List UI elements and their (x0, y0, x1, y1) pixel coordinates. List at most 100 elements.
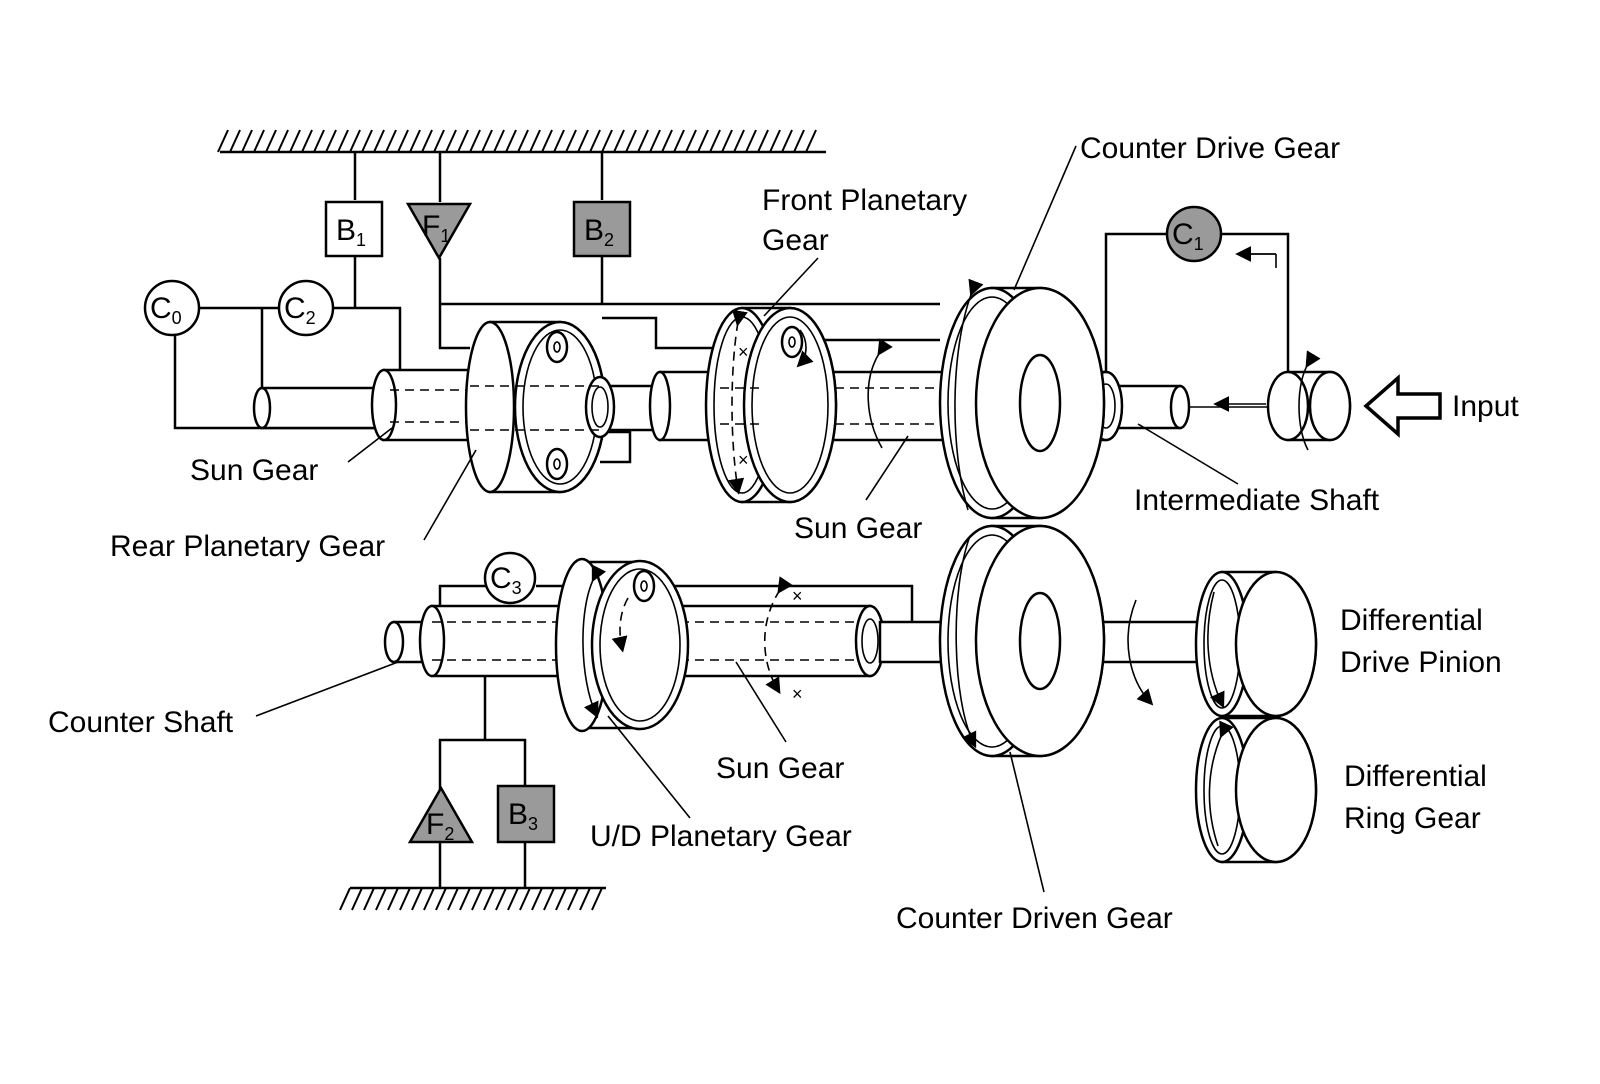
ground-hatch-line (529, 129, 541, 153)
counter-drive-gear (938, 278, 1106, 520)
ground-hatch-line (637, 129, 649, 153)
input-arrow (1363, 374, 1442, 438)
label-differential-drive-pinion-line2: Drive Pinion (1340, 646, 1502, 679)
ground-hatch-line (277, 129, 289, 153)
label-differential-ring-gear-line2: Ring Gear (1344, 802, 1481, 835)
ground-hatch-line (591, 887, 603, 911)
ground-bottom (339, 886, 606, 911)
ground-hatch-line (589, 129, 601, 153)
clutch-c3: C3 (483, 551, 537, 605)
ground-hatch-line (289, 129, 301, 153)
one-way-clutch-f2: F2 (407, 785, 475, 844)
ground-hatch-line (471, 887, 483, 911)
ground-hatch-line (565, 129, 577, 153)
ground-hatch-line (517, 129, 529, 153)
ground-hatch-line (409, 129, 421, 153)
ground-hatch-line (313, 129, 325, 153)
ground-hatch-line (481, 129, 493, 153)
ground-hatch-line (421, 129, 433, 153)
ground-hatch-line (363, 887, 375, 911)
ground-hatch-line (483, 887, 495, 911)
ground-hatch-line (411, 887, 423, 911)
label-counter-drive-gear: Counter Drive Gear (1080, 132, 1340, 165)
svg-text:C1: C1 (1172, 218, 1204, 254)
ground-hatch-line (793, 129, 805, 153)
ground-hatch-line (325, 129, 337, 153)
label-sun-gear-lower: Sun Gear (716, 752, 844, 785)
label-sun-gear-center: Sun Gear (794, 512, 922, 545)
ground-hatch-line (447, 887, 459, 911)
svg-text:×: × (792, 586, 803, 606)
ground-hatch-line (555, 887, 567, 911)
ground-hatch-line (495, 887, 507, 911)
ground-hatch-line (649, 129, 661, 153)
label-front-planetary-line2: Gear (762, 224, 829, 257)
input-drum (1235, 246, 1352, 451)
ground-hatch-line (385, 129, 397, 153)
ground-hatch-line (541, 129, 553, 153)
ground-hatch-line (387, 887, 399, 911)
brake-b2: B2 (572, 200, 632, 258)
ground-hatch-line (375, 887, 387, 911)
clutch-c0: C0 (143, 279, 201, 337)
ground-hatch-line (805, 129, 817, 153)
ground-hatch-line (579, 887, 591, 911)
svg-text:C3: C3 (490, 562, 522, 598)
ground-hatch-line (505, 129, 517, 153)
ground-hatch-line (469, 129, 481, 153)
ground-hatch-line (601, 129, 613, 153)
label-ud-planetary-gear: U/D Planetary Gear (590, 820, 852, 853)
front-planetary-gear: × × (704, 306, 893, 504)
ground-top (217, 129, 826, 154)
ground-hatch-line (625, 129, 637, 153)
ground-hatch-line (351, 887, 363, 911)
ground-hatch-line (397, 129, 409, 153)
ground-hatch-line (265, 129, 277, 153)
ground-hatch-line (553, 129, 565, 153)
svg-text:C0: C0 (150, 292, 182, 328)
lower-assembly: × × (383, 524, 1318, 888)
ground-hatch-line (697, 129, 709, 153)
ground-hatch-line (423, 887, 435, 911)
ground-hatch-line (339, 887, 351, 911)
brake-b1: B1 (324, 200, 384, 258)
ground-hatch-line (301, 129, 313, 153)
label-sun-gear-left: Sun Gear (190, 454, 318, 487)
label-counter-shaft: Counter Shaft (48, 706, 234, 739)
label-rear-planetary-gear: Rear Planetary Gear (110, 530, 385, 563)
label-input: Input (1452, 390, 1519, 423)
svg-text:F1: F1 (422, 210, 450, 246)
svg-text:B2: B2 (584, 214, 614, 250)
ground-hatch-line (435, 887, 447, 911)
label-front-planetary-line1: Front Planetary (762, 184, 967, 217)
label-intermediate-shaft: Intermediate Shaft (1134, 484, 1380, 517)
ground-hatch-line (661, 129, 673, 153)
ground-hatch-line (769, 129, 781, 153)
ground-hatch-line (337, 129, 349, 153)
svg-text:B3: B3 (508, 798, 538, 834)
ground-hatch-line (229, 129, 241, 153)
svg-text:F2: F2 (426, 808, 454, 844)
ground-hatch-line (733, 129, 745, 153)
svg-text:C2: C2 (284, 292, 316, 328)
ground-hatch-line (457, 129, 469, 153)
ground-hatch-line (361, 129, 373, 153)
ground-hatch-line (445, 129, 457, 153)
brake-b3: B3 (496, 784, 556, 844)
ground-hatch-line (241, 129, 253, 153)
ground-hatch-line (493, 129, 505, 153)
ground-hatch-line (531, 887, 543, 911)
ground-hatch-line (685, 129, 697, 153)
svg-text:×: × (792, 684, 803, 704)
label-differential-ring-gear-line1: Differential (1344, 760, 1487, 793)
ground-hatch-line (781, 129, 793, 153)
label-counter-driven-gear: Counter Driven Gear (896, 902, 1173, 935)
ground-hatch-line (745, 129, 757, 153)
leader-lines (255, 145, 1239, 893)
svg-text:×: × (738, 450, 749, 470)
ground-hatch-line (613, 129, 625, 153)
ground-hatch-line (543, 887, 555, 911)
ground-hatch-line (459, 887, 471, 911)
ground-hatch-line (709, 129, 721, 153)
